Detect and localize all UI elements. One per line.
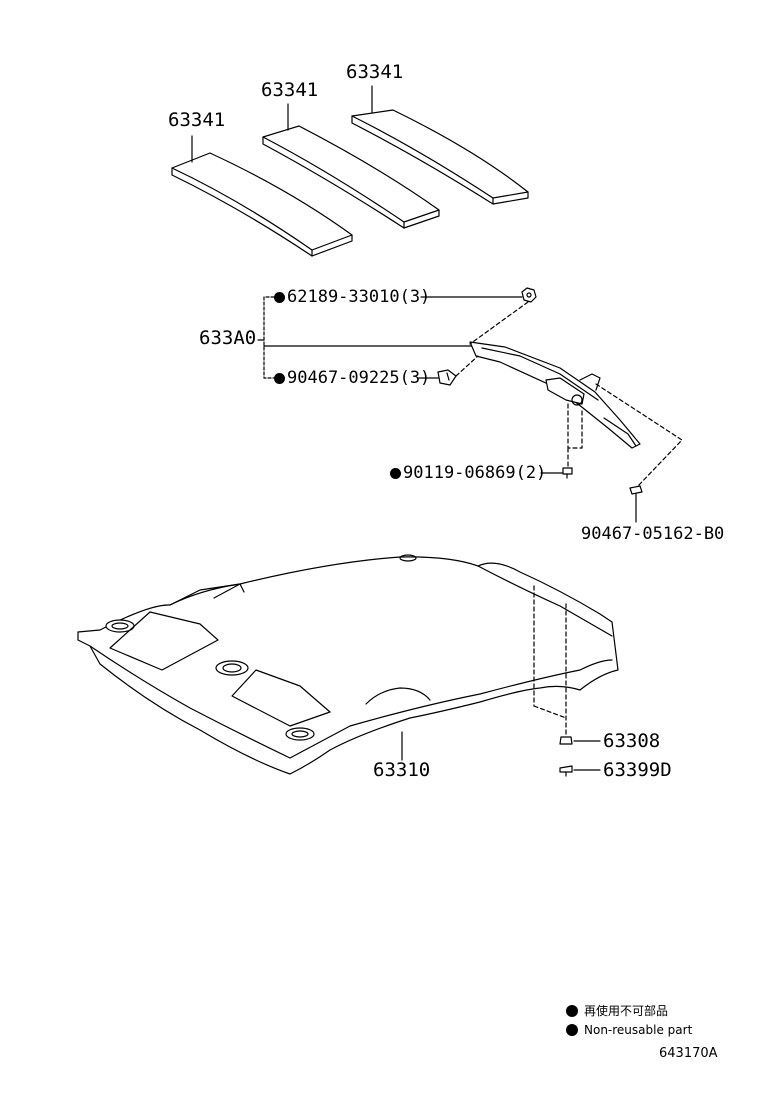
legend-en: Non-reusable part: [566, 1022, 692, 1038]
callout-clip-a: 90467-09225(3): [274, 368, 430, 388]
assembly-bracket: [257, 296, 477, 379]
roof-pad-left: [171, 152, 353, 257]
legend-en-text: Non-reusable part: [584, 1023, 693, 1037]
callout-clip-c: 63308: [603, 730, 661, 752]
callout-pad-2: 63341: [261, 79, 319, 101]
guide-clip-a: [455, 355, 479, 377]
non-reusable-dot-icon: [274, 373, 285, 384]
legend-jp: 再使用不可部品: [566, 1003, 668, 1019]
legend-jp-text: 再使用不可部品: [584, 1004, 669, 1018]
non-reusable-dot-icon: [390, 468, 401, 479]
clip-c-part: [559, 736, 573, 745]
clip-a-part: [437, 369, 457, 386]
figure-code: 643170A: [659, 1046, 718, 1061]
callout-screw: 90119-06869(2): [390, 463, 546, 483]
callout-clip-d: 63399D: [603, 759, 672, 781]
callout-clip-b: 90467-05162-B0: [581, 524, 725, 544]
guide-nut: [469, 301, 529, 345]
guide-clip-b: [595, 383, 683, 487]
callout-pad-1: 63341: [168, 109, 226, 131]
clip-d-part: [559, 765, 573, 777]
callout-headliner: 63310: [373, 759, 431, 781]
callout-nut-text: 62189-33010(3): [287, 287, 431, 307]
callout-clip-a-text: 90467-09225(3): [287, 368, 431, 388]
legend-dot-icon: [566, 1024, 578, 1036]
rail-assembly: [469, 341, 641, 449]
guide-screw: [567, 403, 583, 449]
legend-dot-icon: [566, 1005, 578, 1017]
clip-b-part: [629, 485, 643, 501]
roof-pad-right: [351, 109, 529, 205]
callout-pad-3: 63341: [346, 61, 404, 83]
nut-part: [521, 287, 537, 303]
headliner-part: [77, 554, 619, 775]
non-reusable-dot-icon: [274, 292, 285, 303]
callout-nut: 62189-33010(3): [274, 287, 430, 307]
callout-assembly: 633A0: [199, 327, 257, 349]
callout-screw-text: 90119-06869(2): [403, 463, 547, 483]
roof-pad-middle: [262, 125, 440, 229]
screw-part: [562, 467, 573, 479]
